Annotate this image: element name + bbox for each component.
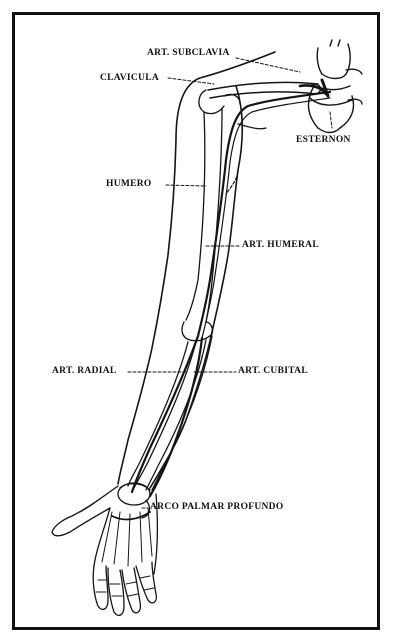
label-humero: HUMERO: [106, 180, 152, 190]
label-art-subclavia: ART. SUBCLAVIA: [147, 49, 230, 59]
label-art-humeral: ART. HUMERAL: [242, 241, 319, 251]
hand-drawing: [52, 486, 157, 615]
leader-art-subclavia: [236, 58, 300, 72]
label-art-radial: ART. RADIAL: [52, 367, 117, 377]
leader-humero: [166, 185, 206, 186]
label-esternon: ESTERNON: [296, 136, 351, 146]
arm-outline: [118, 52, 275, 488]
humerus-drawing: [182, 90, 240, 341]
label-clavicula: CLAVICULA: [100, 74, 159, 84]
label-arco-palmar-profundo: ARCO PALMAR PROFUNDO: [150, 503, 284, 513]
leader-esternon: [330, 112, 332, 128]
label-art-cubital: ART. CUBITAL: [238, 367, 308, 377]
